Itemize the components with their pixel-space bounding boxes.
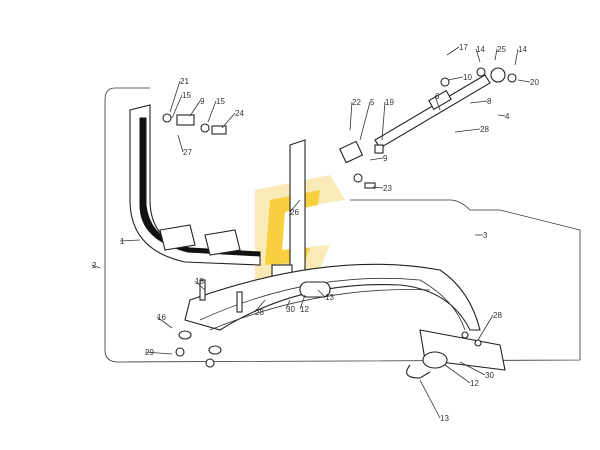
- leader-line: [285, 299, 291, 310]
- part-label-26: 26: [290, 208, 299, 217]
- leader-line: [419, 379, 441, 419]
- part-label-15: 15: [182, 91, 191, 100]
- part-label-28: 28: [255, 308, 264, 317]
- group-boundary-2: [104, 87, 581, 363]
- part-label-20: 20: [530, 78, 539, 87]
- part-label-17: 17: [459, 43, 468, 52]
- leader-line: [446, 46, 460, 56]
- part-label-22: 22: [352, 98, 361, 107]
- leader-line: [434, 95, 441, 111]
- leader-line: [171, 94, 183, 119]
- leader-line: [177, 134, 184, 153]
- leader-line: [207, 100, 217, 123]
- part-label-13: 13: [325, 293, 334, 302]
- towing-eye: [299, 281, 506, 379]
- leader-line: [494, 48, 498, 61]
- leader-line: [144, 351, 173, 355]
- part-label-9: 9: [200, 97, 205, 106]
- part-label-30: 30: [286, 305, 295, 314]
- part-label-13: 13: [440, 414, 449, 423]
- leader-line: [349, 101, 353, 131]
- leader-line: [372, 186, 384, 189]
- leader-line: [475, 48, 481, 63]
- leader-line: [194, 280, 206, 291]
- leader-line: [169, 80, 181, 113]
- leader-line: [119, 239, 141, 242]
- leader-line: [477, 314, 494, 341]
- part-label-12: 12: [300, 305, 309, 314]
- leader-line: [459, 361, 486, 376]
- part-label-21: 21: [180, 77, 189, 86]
- pin-set: [162, 113, 376, 189]
- leader-line: [156, 316, 173, 329]
- part-label-3: 3: [483, 231, 488, 240]
- leader-line: [369, 157, 384, 161]
- part-label-8: 8: [487, 97, 492, 106]
- part-label-29: 29: [145, 348, 154, 357]
- part-label-16: 16: [157, 313, 166, 322]
- leader-line: [514, 48, 519, 66]
- part-label-5: 5: [370, 98, 375, 107]
- part-label-9: 9: [383, 154, 388, 163]
- leader-line: [289, 199, 301, 213]
- part-label-30: 30: [485, 371, 494, 380]
- leader-line: [444, 364, 471, 384]
- part-label-28: 28: [480, 125, 489, 134]
- part-label-2: 2: [92, 261, 97, 270]
- part-label-28: 28: [493, 311, 502, 320]
- leader-line: [189, 100, 201, 117]
- watermark-logo: [255, 175, 345, 285]
- leader-line: [469, 100, 488, 104]
- leader-line: [254, 299, 266, 313]
- leader-line: [359, 101, 371, 141]
- leader-line: [317, 289, 326, 298]
- leader-line: [497, 114, 506, 117]
- part-label-12: 12: [470, 379, 479, 388]
- leader-line: [299, 294, 306, 310]
- leader-line: [381, 101, 386, 141]
- tie-rod-assembly: [339, 67, 517, 164]
- bolts-and-nuts: [175, 279, 243, 368]
- leader-line: [447, 76, 464, 81]
- part-label-24: 24: [235, 109, 244, 118]
- leader-line: [221, 112, 236, 129]
- part-label-25: 25: [497, 45, 506, 54]
- part-label-14: 14: [476, 45, 485, 54]
- leader-line: [91, 264, 101, 269]
- part-label-4: 4: [505, 112, 510, 121]
- part-label-23: 23: [383, 184, 392, 193]
- part-label-19: 19: [385, 98, 394, 107]
- part-label-6: 6: [435, 92, 440, 101]
- leader-line: [517, 79, 531, 83]
- part-label-18: 18: [195, 277, 204, 286]
- part-label-14: 14: [518, 45, 527, 54]
- part-label-10: 10: [463, 73, 472, 82]
- part-label-15: 15: [216, 97, 225, 106]
- part-label-27: 27: [183, 148, 192, 157]
- leader-line: [454, 128, 481, 133]
- part-label-1: 1: [120, 237, 125, 246]
